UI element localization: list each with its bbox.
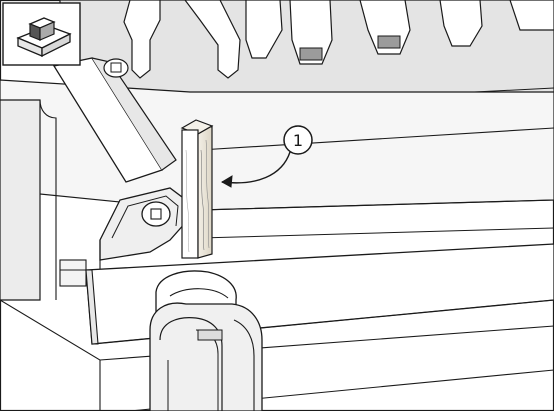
inset-icon-panel <box>2 2 81 66</box>
callout-arrow <box>221 151 291 188</box>
callout-circle <box>283 125 313 155</box>
callout-marker: 1 <box>283 125 313 155</box>
clamping-knob-assembly <box>149 270 263 411</box>
callout-number: 1 <box>293 131 303 150</box>
clamp-fingers-row <box>123 0 554 79</box>
wooden-insert-strip <box>180 119 214 259</box>
sled-with-block-icon <box>16 17 72 58</box>
top-screw <box>103 58 129 78</box>
side-lug <box>59 259 87 287</box>
